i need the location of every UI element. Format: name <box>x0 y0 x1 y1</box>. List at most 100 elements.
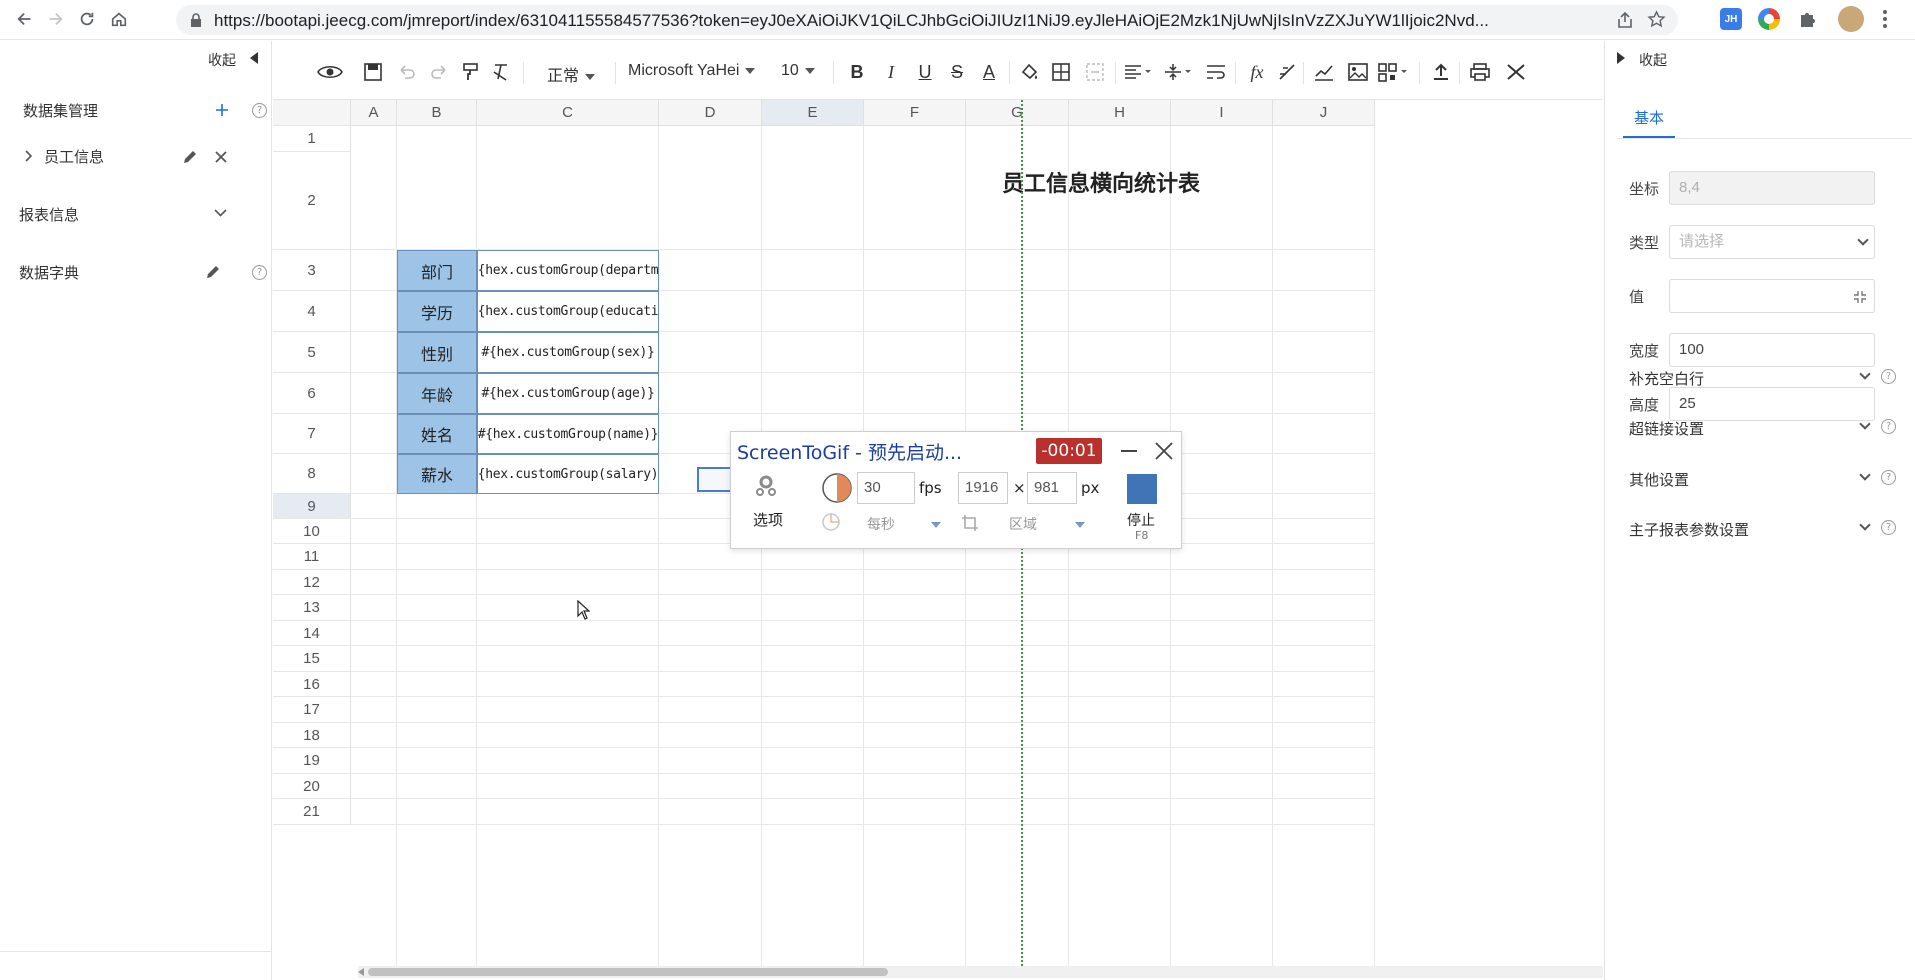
options-gear-icon[interactable] <box>753 472 779 498</box>
row-header-14[interactable]: 14 <box>273 621 351 646</box>
dataset-item-row[interactable]: 员工信息 <box>0 141 272 171</box>
row-header-19[interactable]: 19 <box>273 748 351 774</box>
section-row[interactable]: 主子报表参数设置? <box>1605 519 1915 549</box>
section-help-icon[interactable]: ? <box>1881 470 1896 485</box>
row-header-1[interactable]: 1 <box>273 126 351 152</box>
font-family-select[interactable]: Microsoft YaHei <box>628 62 756 80</box>
section-help-icon[interactable]: ? <box>1881 419 1896 434</box>
close-icon[interactable] <box>1153 440 1175 462</box>
extensions-puzzle-icon[interactable] <box>1797 8 1819 30</box>
row-header-18[interactable]: 18 <box>273 723 351 748</box>
section-row[interactable]: 补充空白行? <box>1605 368 1915 398</box>
url-text[interactable]: https://bootapi.jeecg.com/jmreport/index… <box>214 11 1489 30</box>
report-info-label[interactable]: 报表信息 <box>19 206 80 224</box>
column-header-i[interactable]: I <box>1171 100 1273 126</box>
redo-icon[interactable] <box>429 60 449 84</box>
edit-pencil-icon[interactable] <box>182 149 198 165</box>
row-header-8[interactable]: 8 <box>273 454 351 494</box>
column-header-b[interactable]: B <box>397 100 477 126</box>
fill-color-icon[interactable] <box>1019 60 1041 84</box>
column-header-h[interactable]: H <box>1069 100 1171 126</box>
row-header-12[interactable]: 12 <box>273 570 351 595</box>
save-icon[interactable] <box>363 60 383 84</box>
add-dataset-icon[interactable] <box>214 102 230 118</box>
row-header-2[interactable]: 2 <box>273 152 351 250</box>
forward-button[interactable] <box>42 6 68 32</box>
chevron-down-icon[interactable] <box>214 208 227 218</box>
coord-input[interactable]: 8,4 <box>1669 171 1875 205</box>
conditional-format-icon[interactable] <box>1277 60 1299 84</box>
row-header-7[interactable]: 7 <box>273 414 351 454</box>
italic-button[interactable]: I <box>888 61 894 82</box>
border-icon[interactable] <box>1051 60 1071 84</box>
field-expression-cell[interactable]: #{hex.customGroup(departme <box>477 250 659 291</box>
value-input[interactable] <box>1669 279 1875 313</box>
row-header-4[interactable]: 4 <box>273 291 351 332</box>
font-size-select[interactable]: 10 <box>781 62 815 80</box>
bookmark-star-icon[interactable] <box>1647 10 1666 29</box>
row-header-10[interactable]: 10 <box>273 519 351 544</box>
row-header-20[interactable]: 20 <box>273 774 351 799</box>
field-expression-cell[interactable]: #{hex.customGroup(name)} <box>477 414 659 454</box>
column-header-j[interactable]: J <box>1273 100 1375 126</box>
address-bar[interactable]: https://bootapi.jeecg.com/jmreport/index… <box>176 5 1678 35</box>
section-chevron-down-icon[interactable] <box>1859 418 1871 430</box>
tab-basic[interactable]: 基本 <box>1623 107 1675 138</box>
format-painter-icon[interactable] <box>461 60 481 84</box>
stop-record-button[interactable] <box>1127 474 1157 504</box>
expand-editor-icon[interactable] <box>1853 290 1867 304</box>
section-chevron-down-icon[interactable] <box>1859 519 1871 531</box>
collapse-right-label[interactable]: 收起 <box>1639 53 1667 69</box>
extension-jh-icon[interactable]: JH <box>1720 8 1742 30</box>
framerate-dial-icon[interactable] <box>821 472 853 504</box>
region-caret-icon[interactable] <box>1075 522 1085 528</box>
home-button[interactable] <box>106 6 132 32</box>
minimize-icon[interactable] <box>1121 450 1137 452</box>
qrcode-barcode-icon[interactable] <box>1377 60 1411 84</box>
delete-x-icon[interactable] <box>214 150 228 164</box>
field-label-cell[interactable]: 性别 <box>397 332 477 373</box>
field-label-cell[interactable]: 年龄 <box>397 373 477 414</box>
more-vertical-icon[interactable] <box>1880 8 1890 30</box>
column-header-d[interactable]: D <box>659 100 762 126</box>
collapse-left-icon[interactable] <box>250 52 258 64</box>
report-info-row[interactable]: 报表信息 <box>0 199 272 229</box>
merge-cells-icon[interactable] <box>1085 60 1105 84</box>
row-header-21[interactable]: 21 <box>273 799 351 825</box>
dictionary-label[interactable]: 数据字典 <box>19 264 80 282</box>
insert-chart-icon[interactable] <box>1313 60 1335 84</box>
row-header-11[interactable]: 11 <box>273 544 351 570</box>
horizontal-scrollbar[interactable] <box>358 966 1603 978</box>
back-button[interactable] <box>12 6 38 32</box>
undo-icon[interactable] <box>397 60 417 84</box>
field-label-cell[interactable]: 姓名 <box>397 414 477 454</box>
valign-middle-icon[interactable] <box>1163 60 1193 84</box>
dictionary-help-icon[interactable]: ? <box>252 265 267 280</box>
font-color-button[interactable]: A <box>982 61 995 82</box>
section-help-icon[interactable]: ? <box>1881 369 1896 384</box>
column-header-f[interactable]: F <box>864 100 966 126</box>
field-expression-cell[interactable]: #{hex.customGroup(age)} <box>477 373 659 414</box>
strikethrough-button[interactable]: S <box>950 61 963 82</box>
fps-input[interactable]: 30 <box>857 472 915 504</box>
options-label[interactable]: 选项 <box>753 511 784 529</box>
section-chevron-down-icon[interactable] <box>1859 469 1871 481</box>
clear-format-icon[interactable] <box>491 60 511 84</box>
row-header-13[interactable]: 13 <box>273 595 351 621</box>
crop-region-icon[interactable] <box>961 514 979 532</box>
dataset-help-icon[interactable]: ? <box>252 103 267 118</box>
row-header-3[interactable]: 3 <box>273 250 351 291</box>
scrollbar-thumb[interactable] <box>368 968 888 976</box>
profile-avatar[interactable] <box>1838 6 1864 32</box>
row-header-5[interactable]: 5 <box>273 332 351 373</box>
type-select[interactable]: 请选择 <box>1669 225 1875 259</box>
field-label-cell[interactable]: 薪水 <box>397 454 477 494</box>
style-select[interactable]: 正常 <box>547 62 596 86</box>
row-header-17[interactable]: 17 <box>273 697 351 723</box>
per-second-caret-icon[interactable] <box>931 522 941 528</box>
align-left-icon[interactable] <box>1123 60 1153 84</box>
dataset-item-label[interactable]: 员工信息 <box>44 148 105 166</box>
scroll-left-icon[interactable] <box>358 968 364 976</box>
corner-cell[interactable] <box>273 100 351 126</box>
